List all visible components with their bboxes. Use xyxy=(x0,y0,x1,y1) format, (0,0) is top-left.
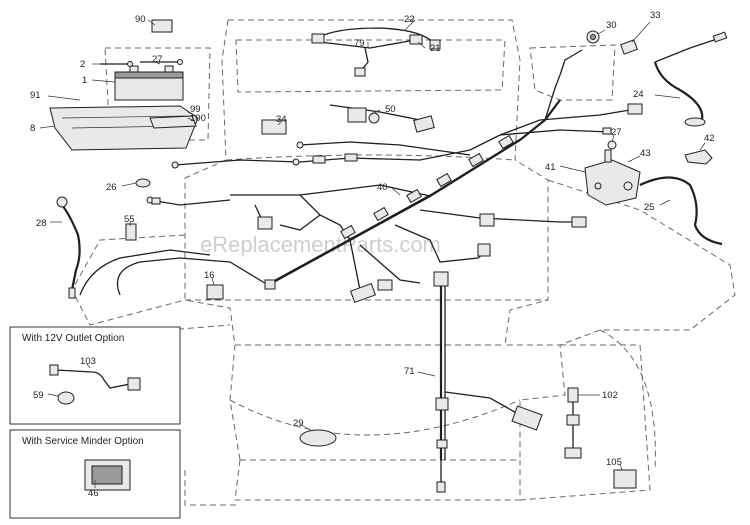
callout-43: 43 xyxy=(640,148,651,159)
callout-79: 79 xyxy=(354,38,365,49)
callout-55: 55 xyxy=(124,214,135,225)
callout-21: 21 xyxy=(430,43,441,54)
leader-lines xyxy=(39,19,706,488)
inset-12v-outlet: With 12V Outlet Option xyxy=(9,326,181,425)
ground-tab xyxy=(151,197,161,205)
part-55 xyxy=(125,223,137,241)
callout-29: 29 xyxy=(293,418,304,429)
watermark-text: eReplacementParts.com xyxy=(200,232,441,257)
callout-41: 41 xyxy=(545,162,556,173)
part-29 xyxy=(299,429,337,447)
part-33 xyxy=(620,39,638,55)
callout-46: 46 xyxy=(88,488,99,499)
callout-40: 40 xyxy=(377,182,388,193)
callout-2: 2 xyxy=(80,59,85,70)
callout-33: 33 xyxy=(650,10,661,21)
cable-24 xyxy=(653,31,728,127)
cable-25 xyxy=(639,176,723,246)
callout-99: 99 xyxy=(190,104,201,115)
callout-24: 24 xyxy=(633,89,644,100)
inset-12v-title: With 12V Outlet Option xyxy=(22,333,124,344)
callout-91: 91 xyxy=(30,90,41,101)
main-wiring-harness xyxy=(79,74,643,304)
part-27-right xyxy=(607,140,617,150)
harness-71 xyxy=(433,271,543,493)
callout-1: 1 xyxy=(82,75,87,86)
callout-71: 71 xyxy=(404,366,415,377)
cable-28 xyxy=(56,196,81,299)
part-90 xyxy=(151,19,173,33)
callout-22: 22 xyxy=(404,14,415,25)
part-42 xyxy=(684,149,713,165)
callout-30: 30 xyxy=(606,20,617,31)
callout-16: 16 xyxy=(204,270,215,281)
callout-26: 26 xyxy=(106,182,117,193)
battery xyxy=(114,65,184,101)
callout-42: 42 xyxy=(704,133,715,144)
wire-harness-22 xyxy=(311,27,441,77)
inset-service-minder: With Service Minder Option xyxy=(9,429,181,519)
part-102 xyxy=(564,387,582,459)
part-34 xyxy=(261,119,287,135)
callout-25: 25 xyxy=(644,202,655,213)
callout-28: 28 xyxy=(36,218,47,229)
callout-103: 103 xyxy=(80,356,96,367)
callout-numbers: 90 27 2 1 91 8 99 100 22 21 79 50 34 30 … xyxy=(30,10,715,499)
part-16 xyxy=(206,284,224,300)
part-105 xyxy=(613,469,637,489)
inset-service-minder-title: With Service Minder Option xyxy=(22,436,144,447)
callout-34: 34 xyxy=(276,114,287,125)
tractor-outline xyxy=(71,19,736,506)
solenoid xyxy=(584,149,641,206)
battery-tray xyxy=(49,105,199,151)
callout-27-top: 27 xyxy=(152,54,163,65)
callout-8: 8 xyxy=(30,123,35,134)
callout-102: 102 xyxy=(602,390,618,401)
part-26 xyxy=(135,178,151,188)
part-label-tag xyxy=(413,115,435,133)
callout-27-right: 27 xyxy=(611,127,622,138)
harness-branch-top xyxy=(559,49,583,76)
ignition-switch xyxy=(347,107,380,124)
callout-105: 105 xyxy=(606,457,622,468)
callout-90: 90 xyxy=(135,14,146,25)
callout-50: 50 xyxy=(385,104,396,115)
callout-59: 59 xyxy=(33,390,44,401)
callout-100: 100 xyxy=(190,113,206,124)
